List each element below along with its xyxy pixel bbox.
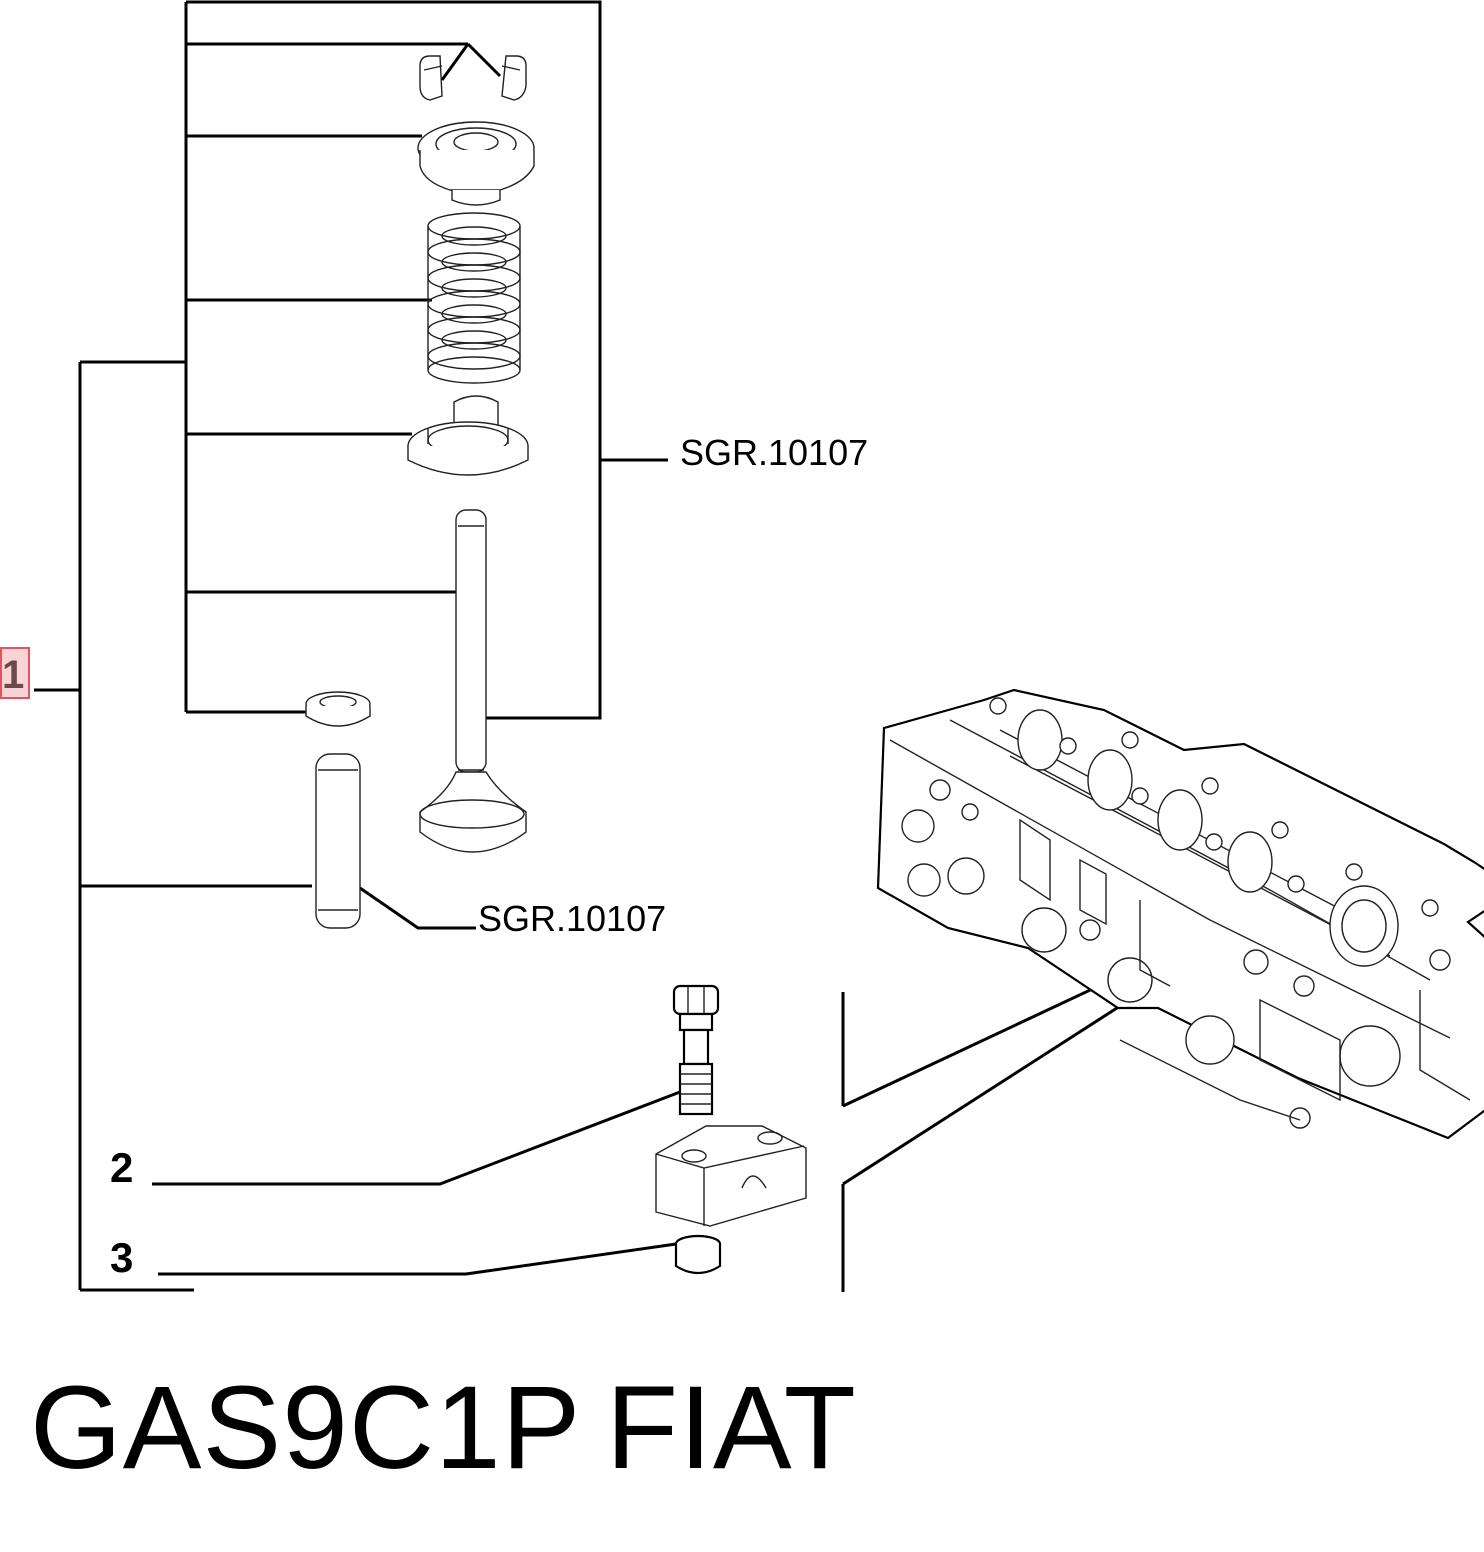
- reference-valve-group[interactable]: SGR.10107: [680, 432, 869, 473]
- cylinder-head-assembly: [876, 688, 1484, 1140]
- cap-bolt: [672, 984, 720, 1116]
- part-code: GAS9C1P: [30, 1362, 582, 1494]
- valve-guide: [315, 753, 361, 929]
- callout-item-2[interactable]: 2: [110, 1144, 134, 1191]
- camshaft-bearing-cap: [655, 1125, 807, 1227]
- callout-item-3[interactable]: 3: [110, 1234, 134, 1281]
- spring-upper-retainer: [417, 121, 535, 206]
- bracket-lines: [34, 0, 1283, 1292]
- reference-valve-guide[interactable]: SGR.10107: [478, 898, 667, 939]
- dowel-bushing: [674, 1234, 722, 1275]
- callout-item-1[interactable]: 1: [0, 647, 30, 699]
- valve-stem-seal: [305, 691, 371, 727]
- valve-spring: [427, 212, 521, 384]
- valve-keepers: [419, 42, 527, 101]
- spring-lower-seat: [407, 395, 529, 476]
- valve: [419, 509, 527, 853]
- brand-name: FIAT: [606, 1362, 857, 1494]
